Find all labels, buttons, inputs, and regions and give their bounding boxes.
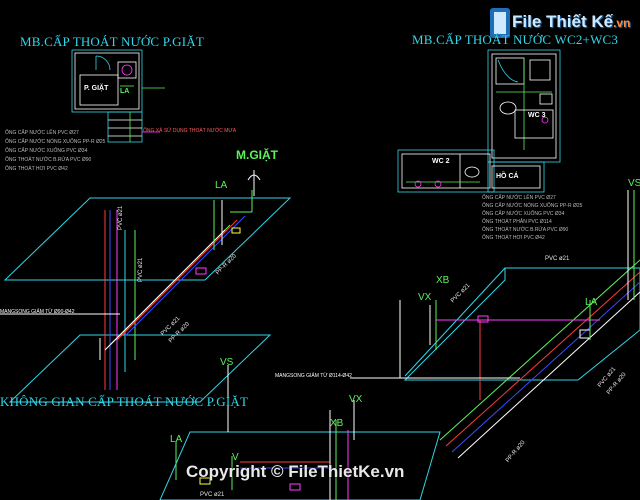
iso-wc [350, 190, 640, 459]
note-plan: ỐNG XẢ SỬ DỤNG THOÁT NƯỚC MƯA [143, 128, 237, 134]
logo-text: File Thiết Kế.vn [512, 12, 630, 32]
title-khong-gian: KHÔNG GIAN CẤP THOÁT NƯỚC P.GIẶT [0, 394, 249, 409]
plan-giat [71, 49, 165, 143]
tag-vs-left: VS [220, 357, 234, 368]
tag-xb-bottom: XB [330, 418, 344, 429]
logo-mark [490, 8, 510, 38]
tag-v-bottom: V [232, 452, 239, 463]
watermark: Copyright © FileThietKe.vn [186, 462, 405, 481]
logo-name: File Thiết Kế [512, 12, 614, 31]
room-la-plan: LA [120, 88, 130, 95]
legend-right-item: ỐNG THOÁT PHÂN PVC Ø114 [482, 219, 552, 225]
room-hoca: HỒ CÁ [496, 173, 519, 180]
legend-right-item: ỐNG CẤP NƯỚC NÓNG XUỐNG PP-R Ø25 [482, 203, 583, 209]
room-wc3: WC 3 [528, 112, 546, 119]
title-mb-wc: MB.CẤP THOÁT NƯỚC WC2+WC3 [412, 32, 619, 47]
iso-giat-top [0, 170, 292, 403]
title-mb-giat: MB.CẤP THOÁT NƯỚC P.GIẶT [20, 34, 205, 49]
tag-la-top: LA [215, 180, 228, 191]
legend-right-item: ỐNG THOÁT NƯỚC B.RỬA PVC Ø90 [482, 227, 569, 233]
legend-right-item: ỐNG CẤP NƯỚC LÊN PVC Ø27 [482, 195, 556, 201]
room-p-giat: P. GIẶT [84, 85, 109, 92]
logo-suffix: .vn [613, 16, 631, 30]
legend-right-item: ỐNG THOÁT HƠI PVC Ø42 [482, 235, 545, 241]
legend-left-item: ỐNG THOÁT HƠI PVC Ø42 [5, 166, 68, 172]
note-mangsong-right: MANGSONG GIẢM TỪ Ø114-Ø42 [275, 373, 352, 379]
pipe-label-pvc21-bottom: PVC ø21 [200, 492, 225, 498]
tag-xb-right: XB [436, 275, 450, 286]
legend-left-item: ỐNG CẤP NƯỚC XUỐNG PVC Ø34 [5, 148, 88, 154]
legend-left-item: ỐNG THOÁT NƯỚC B.RỬA PVC Ø90 [5, 157, 92, 163]
tag-vx-bottom: VX [349, 394, 363, 405]
note-mangsong-left: MANGSONG GIẢM TỪ Ø90-Ø42 [0, 309, 75, 315]
legend-left-item: ỐNG CẤP NƯỚC LÊN PVC Ø27 [5, 130, 79, 136]
pipe-label-pvc21-top: PVC ø21 [545, 256, 570, 262]
legend-left-item: ỐNG CẤP NƯỚC NÓNG XUỐNG PP-R Ø25 [5, 139, 106, 145]
tag-la-bottom: LA [170, 434, 183, 445]
tag-vx-right: VX [418, 292, 432, 303]
plan-wc [397, 49, 561, 193]
pipe-label-pvc21-b: PVC ø21 [138, 257, 144, 282]
room-wc2: WC 2 [432, 158, 450, 165]
tag-la-right: LA [585, 297, 598, 308]
tag-vs-right: VS [628, 178, 640, 189]
tag-m-giat: M.GIẶT [236, 148, 278, 162]
legend-right-item: ỐNG CẤP NƯỚC XUỐNG PVC Ø34 [482, 211, 565, 217]
iso-giat-bottom [159, 365, 441, 500]
pipe-label-pvc21-a: PVC ø21 [118, 205, 124, 230]
